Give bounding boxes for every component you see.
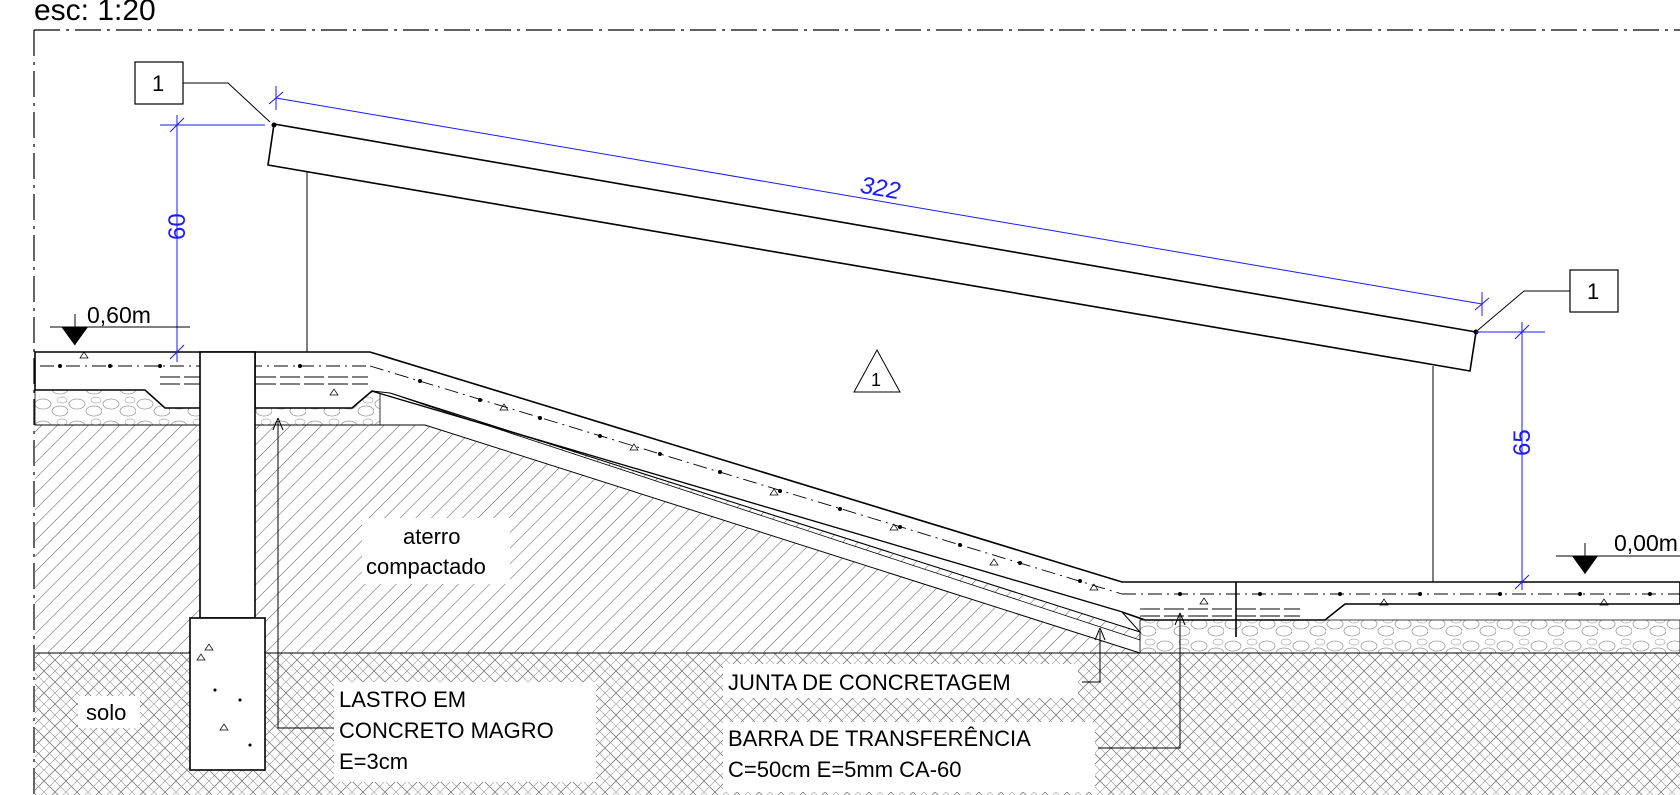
ramp-posts [306, 168, 1434, 582]
lastro-arrow [272, 417, 284, 431]
beam-point-left [271, 122, 277, 128]
section-triangle [853, 348, 901, 393]
junta-note: JUNTA DE CONCRETAGEM [728, 670, 1011, 695]
dimension-left-height-label: 60 [164, 213, 191, 240]
barra-line1: BARRA DE TRANSFERÊNCIA [728, 726, 1031, 751]
lastro-line1: LASTRO EM [339, 687, 466, 712]
dimension-length-label: 322 [858, 172, 902, 205]
soil-label: solo [86, 700, 126, 725]
lastro-line3: E=3cm [339, 749, 408, 774]
foundation-pile [189, 617, 266, 771]
barra-arrow [1174, 612, 1186, 626]
fill-label-bg [362, 518, 510, 584]
tag-label-right: 1 [1587, 279, 1599, 304]
junta-arrow [1094, 627, 1106, 641]
dimension-right-height-label: 65 [1509, 429, 1536, 456]
compacted-fill-hatch [35, 425, 1140, 653]
dowel-bars [160, 376, 1300, 617]
barra-note-bg [723, 722, 1095, 792]
tag-box-left [134, 61, 271, 123]
level-label-left: 0,60m [87, 302, 151, 328]
gravel-right [1139, 619, 1680, 654]
lean-concrete-hatch [389, 392, 1141, 641]
lastro-leader [277, 421, 338, 729]
pile-aggregate [196, 643, 252, 747]
dimension-length [268, 86, 1490, 316]
dimension-left-height [160, 115, 265, 362]
handrail-beam [267, 123, 1477, 372]
scale-title: esc: 1:20 [34, 0, 156, 27]
level-label-right: 0,00m [1614, 530, 1678, 556]
fill-label-line2: compactado [366, 554, 486, 579]
tag-box-right [1477, 269, 1619, 331]
tag-label-left: 1 [152, 71, 164, 96]
junta-leader [1082, 631, 1101, 683]
fill-label-line1: aterro [403, 524, 460, 549]
barra-leader [1098, 616, 1181, 749]
level-marker-right [1556, 543, 1680, 574]
lastro-note-bg [334, 682, 596, 782]
sheet-border [33, 29, 1680, 795]
barra-line2: C=50cm E=5mm CA-60 [728, 757, 962, 782]
lastro-line2: CONCRETO MAGRO [339, 718, 554, 743]
soil-label-bg [78, 696, 140, 728]
section-triangle-label: 1 [871, 370, 881, 390]
foundation-column [199, 351, 256, 619]
junta-note-bg [723, 664, 1078, 698]
level-marker-left [50, 314, 190, 346]
dimension-right-height [1476, 322, 1545, 590]
